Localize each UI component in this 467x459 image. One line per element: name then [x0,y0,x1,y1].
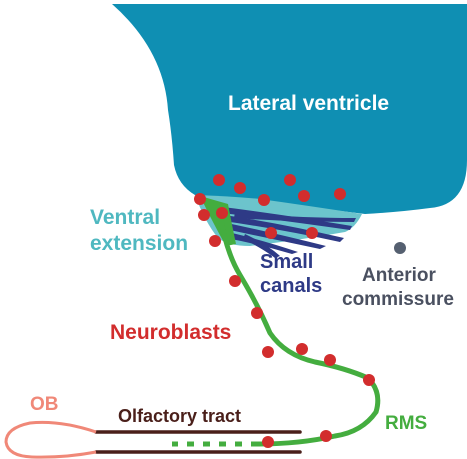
lateral-ventricle-label: Lateral ventricle [228,92,389,115]
olfactory-bulb-shape [4,420,97,459]
neuroblast-dots [194,174,375,448]
ventral-extension-label-line2: extension [90,232,188,255]
olfactory-tract-lines [94,430,302,454]
neuroblast-dot [198,209,210,221]
neuroblast-dot [334,188,346,200]
small-canals-label-line2: canals [260,275,322,297]
neuroblast-dot [209,235,221,247]
olfactory-tract-label: Olfactory tract [118,406,241,426]
neuroblast-dot [258,194,270,206]
neuroblasts-label: Neuroblasts [110,321,231,344]
neuroblast-dot [194,193,206,205]
neuroblast-dot [363,374,375,386]
ventral-extension-label-line1: Ventral [90,206,160,229]
lateral-ventricle-shape [112,4,467,214]
neuroblast-dot [284,174,296,186]
rms-label: RMS [385,413,427,434]
neuroblast-dot [324,354,336,366]
small-canals-label-line1: Small [260,251,313,273]
anterior-commissure-dot [394,242,406,254]
neuroblast-dot [298,190,310,202]
neuroblast-dot [306,227,318,239]
neuroblast-dot [216,207,228,219]
neuroblast-dot [229,275,241,287]
neuroblast-dot [320,430,332,442]
neuroblast-dot [296,343,308,355]
anterior-commissure-label-line1: Anterior [362,265,437,286]
rms-upper-wedge [200,196,236,246]
neuroblast-dot [262,436,274,448]
rms-pathway [217,211,381,447]
neuroblast-dot [251,307,263,319]
neuroblast-dot [262,346,274,358]
neuroblast-dot [265,227,277,239]
neuroblast-dot [234,182,246,194]
anterior-commissure-label-line2: commissure [342,289,454,310]
ob-label: OB [30,394,59,415]
neuroblast-dot [213,174,225,186]
